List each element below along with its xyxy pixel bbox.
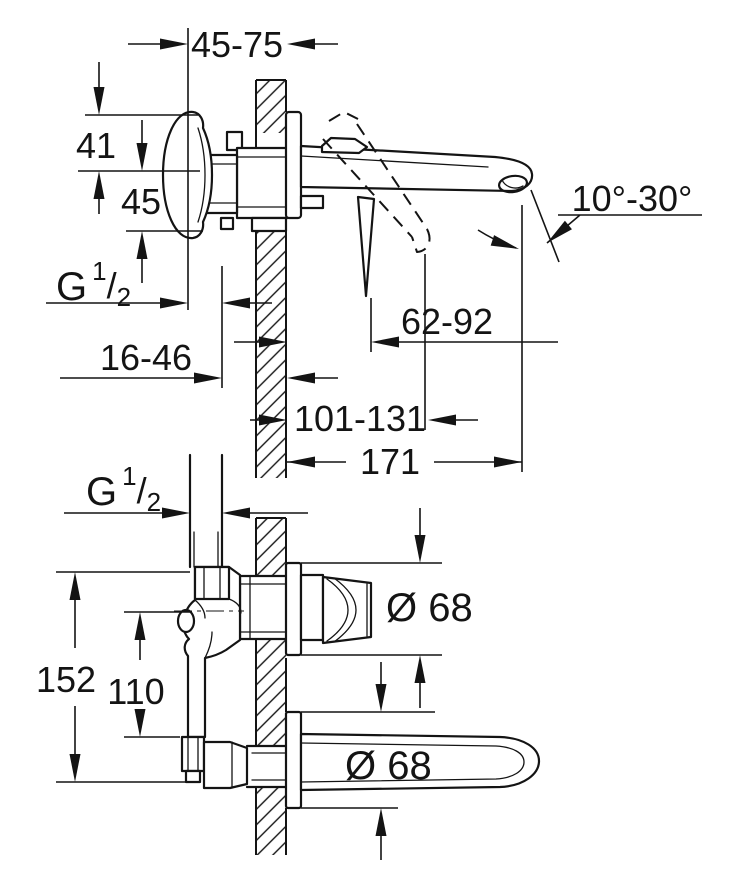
hex-nut-top	[193, 565, 231, 601]
wall-hatch	[256, 640, 286, 745]
handle-hub	[299, 573, 325, 642]
spout-connection-block	[202, 740, 249, 790]
mounting-stub	[225, 130, 244, 152]
dim-range-101-131: 101-131	[294, 398, 426, 439]
dim-spout-escutcheon-dia: Ø 68	[345, 744, 432, 788]
spout-outline	[299, 732, 541, 792]
collar-stub	[219, 216, 235, 231]
wall-hatch	[256, 80, 286, 133]
faucet-body-side	[161, 110, 303, 240]
dim-depth-range: 45-75	[191, 24, 283, 65]
dim-height-centers: 110	[107, 671, 164, 712]
lever-open	[356, 195, 376, 298]
handle-plan	[284, 561, 373, 657]
wall-hatch	[256, 231, 286, 478]
dim-handle-escutcheon-dia: Ø 68	[386, 586, 473, 630]
lever-raised-dashed	[328, 111, 359, 122]
dim-offset-bottom: 45	[121, 181, 161, 222]
wall-hatch	[256, 788, 286, 855]
hex-nut-bottom	[180, 735, 206, 773]
escutcheon-plate	[284, 110, 303, 220]
spout-plan	[284, 710, 541, 810]
aerator	[497, 174, 529, 194]
wall-hatch	[256, 518, 286, 575]
angle-reference-line	[530, 189, 560, 263]
supply-pipe	[188, 453, 224, 569]
lever-tip-closed	[320, 136, 369, 155]
dim-offset-top: 41	[76, 125, 116, 166]
dim-spout-length: 171	[360, 441, 420, 482]
dim-spout-angle: 10°-30°	[572, 178, 693, 219]
spout-side	[299, 144, 534, 210]
wall-section	[255, 79, 287, 478]
wall-section-plan	[255, 517, 287, 855]
lever	[320, 111, 431, 298]
pivot-boss	[176, 608, 196, 634]
escutcheon-lip	[250, 216, 288, 233]
dim-height-total: 152	[36, 659, 96, 700]
handle-escutcheon	[284, 561, 303, 657]
spout-escutcheon	[284, 710, 303, 810]
dim-range-62-92: 62-92	[401, 301, 493, 342]
nut-stub	[184, 769, 202, 784]
spout-base	[299, 194, 325, 210]
handle-knob-plan	[321, 575, 373, 645]
dim-range-16-46: 16-46	[100, 337, 192, 378]
